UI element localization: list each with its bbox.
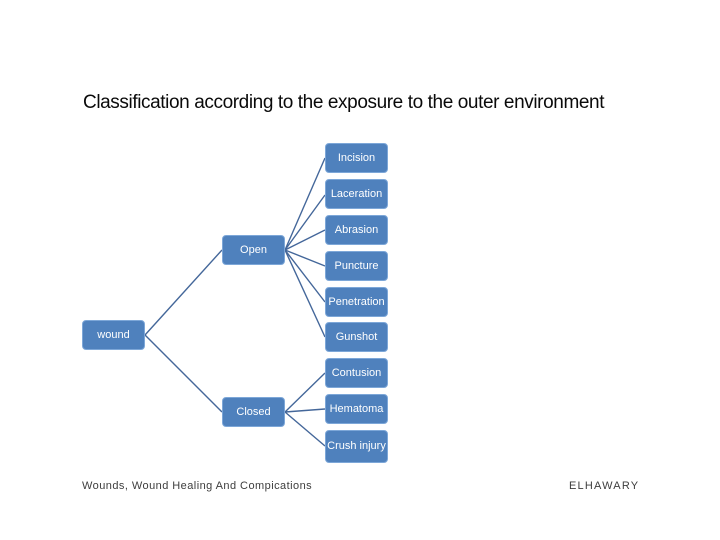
node-closed: Closed (222, 397, 285, 427)
node-contusion: Contusion (325, 358, 388, 388)
node-abrasion: Abrasion (325, 215, 388, 245)
node-hematoma: Hematoma (325, 394, 388, 424)
footer-author: ELHAWARY (569, 480, 640, 492)
connector-open-incision (284, 157, 326, 251)
connector-open-penetration (284, 249, 326, 303)
node-open: Open (222, 235, 285, 265)
connector-closed-contusion (284, 372, 326, 413)
slide-title: Classification according to the exposure… (83, 92, 605, 113)
connector-closed-crush (284, 411, 326, 447)
connector-closed-hematoma (284, 408, 326, 413)
node-laceration: Laceration (325, 179, 388, 209)
node-penetration: Penetration (325, 287, 388, 317)
node-wound: wound (82, 320, 145, 350)
node-gunshot: Gunshot (325, 322, 388, 352)
connector-open-puncture (284, 249, 326, 267)
connector-wound-closed (144, 334, 223, 413)
node-crush-injury: Crush injury (325, 430, 388, 463)
node-puncture: Puncture (325, 251, 388, 281)
footer-slide-caption: Wounds, Wound Healing And Compications (82, 480, 313, 492)
node-incision: Incision (325, 143, 388, 173)
connector-open-laceration (284, 194, 326, 251)
connector-wound-open (144, 249, 223, 336)
connector-open-abrasion (284, 229, 326, 251)
connector-open-gunshot (284, 249, 326, 338)
